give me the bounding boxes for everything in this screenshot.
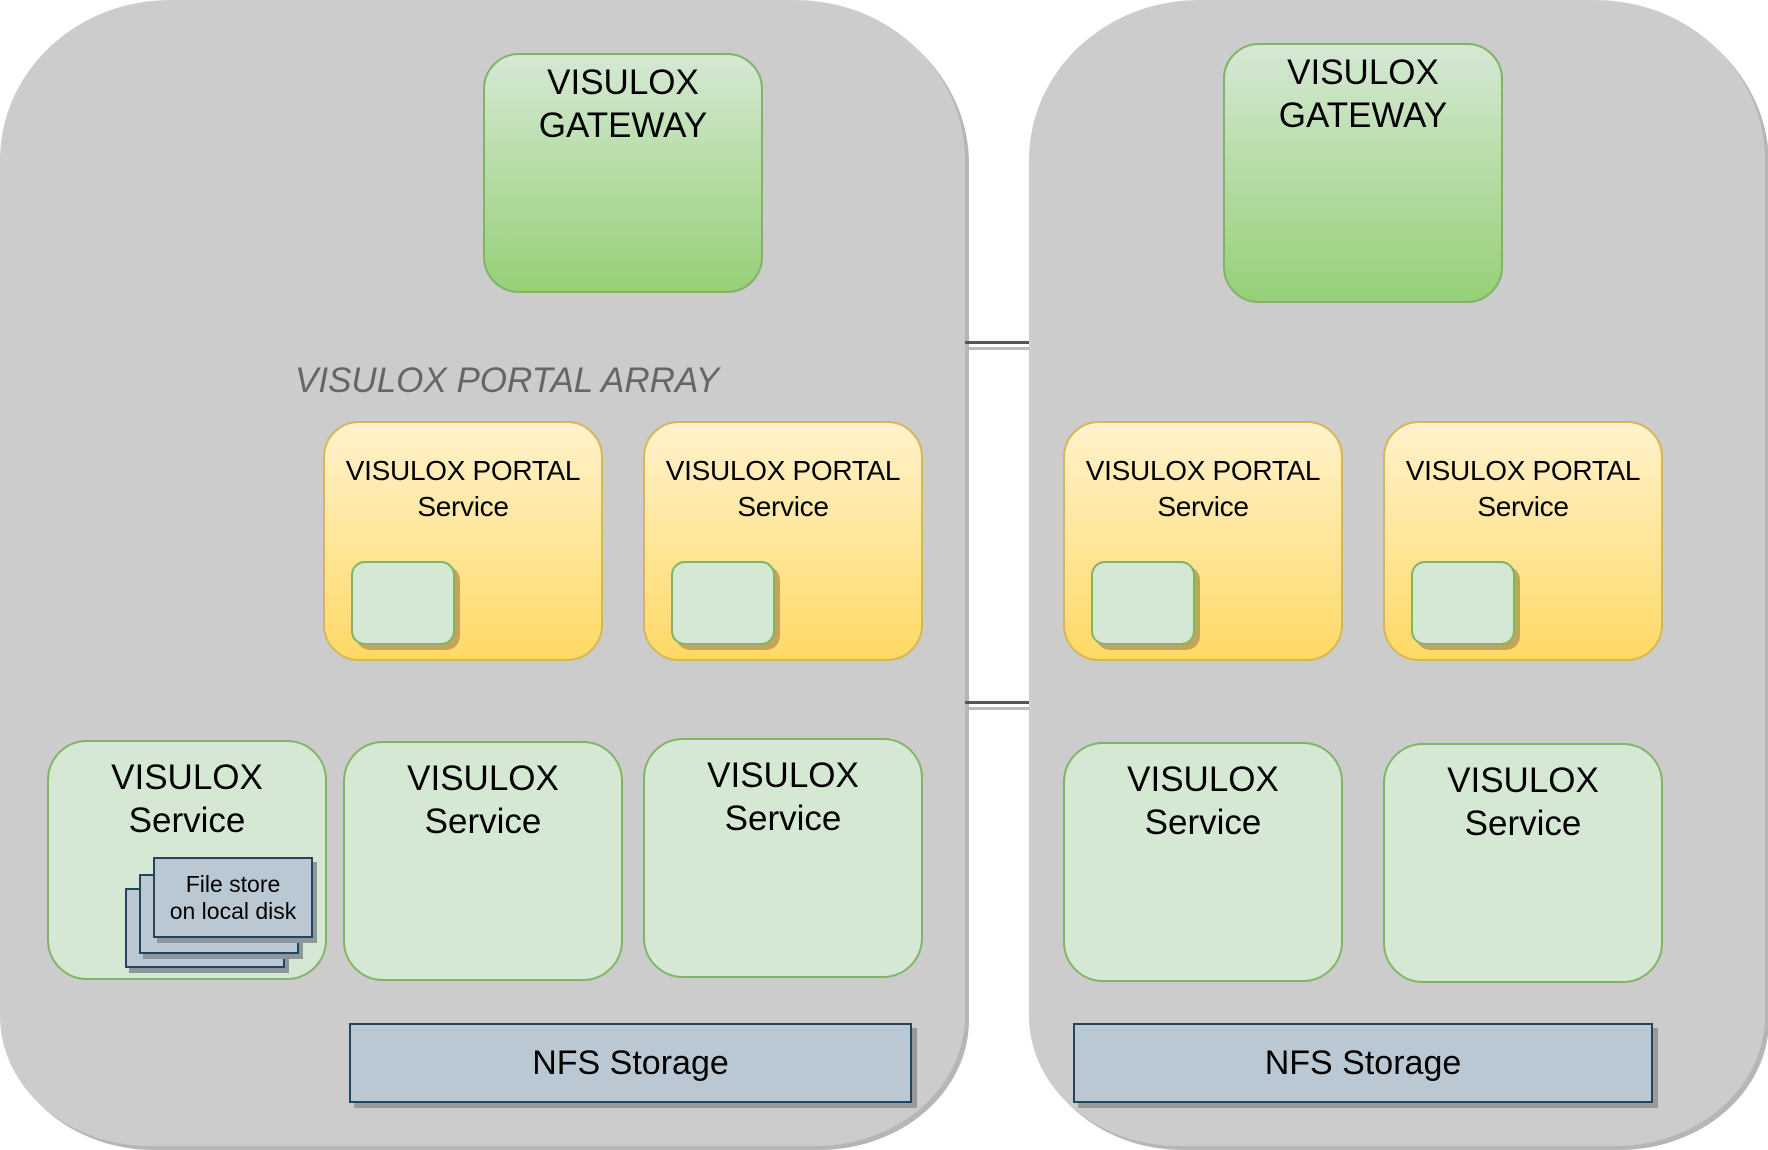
portal-label-line2: Service: [1157, 491, 1249, 522]
site-connector-upper: [965, 341, 1029, 344]
nfs-storage-label: NFS Storage: [1264, 1043, 1462, 1082]
portal-label-line2: Service: [417, 491, 509, 522]
site-connector-upper-shadow: [965, 347, 1029, 350]
portal-label-line1: VISULOX PORTAL: [1085, 455, 1321, 486]
service-label-line2: Service: [128, 801, 246, 840]
service-label-line1: VISULOX: [1447, 761, 1599, 800]
right-gateway[interactable]: VISULOX GATEWAY: [1223, 43, 1503, 303]
portal-label-line1: VISULOX PORTAL: [345, 455, 581, 486]
right-portal-service-2[interactable]: VISULOX PORTAL Service: [1383, 421, 1663, 661]
service-label-line2: Service: [1144, 803, 1262, 842]
service-label-line1: VISULOX: [707, 756, 859, 795]
file-store-label-line1: File store: [185, 870, 281, 897]
site-connector-lower: [965, 701, 1029, 704]
right-visulox-service-2[interactable]: VISULOX Service: [1383, 743, 1663, 983]
site-connector-lower-shadow: [965, 707, 1029, 710]
service-label-line1: VISULOX: [407, 759, 559, 798]
portal-label-line1: VISULOX PORTAL: [1405, 455, 1641, 486]
portal-label-line2: Service: [737, 491, 829, 522]
portal-label-line2: Service: [1477, 491, 1569, 522]
left-nfs-storage[interactable]: NFS Storage: [349, 1023, 912, 1103]
gateway-label-line2: GATEWAY: [1278, 96, 1448, 135]
right-visulox-service-1[interactable]: VISULOX Service: [1063, 742, 1343, 982]
right-nfs-storage[interactable]: NFS Storage: [1073, 1023, 1653, 1103]
left-portal-service-1[interactable]: VISULOX PORTAL Service: [323, 421, 603, 661]
left-visulox-service-3[interactable]: VISULOX Service: [643, 738, 923, 978]
file-store-label-line2: on local disk: [169, 897, 297, 924]
service-label-line2: Service: [424, 802, 542, 841]
service-label-line1: VISULOX: [111, 758, 263, 797]
service-label-line2: Service: [1464, 804, 1582, 843]
service-label-line1: VISULOX: [1127, 760, 1279, 799]
service-label-line2: Service: [724, 799, 842, 838]
left-gateway[interactable]: VISULOX GATEWAY: [483, 53, 763, 293]
portal-component-box: [671, 561, 775, 645]
gateway-label-line2: GATEWAY: [538, 106, 708, 145]
left-visulox-service-2[interactable]: VISULOX Service: [343, 741, 623, 981]
file-store-local-disk[interactable]: File store on local disk: [153, 857, 313, 938]
portal-component-box: [1411, 561, 1515, 645]
portal-array-title: VISULOX PORTAL ARRAY: [295, 361, 720, 400]
portal-component-box: [351, 561, 455, 645]
gateway-label-line1: VISULOX: [547, 63, 699, 102]
right-portal-service-1[interactable]: VISULOX PORTAL Service: [1063, 421, 1343, 661]
portal-label-line1: VISULOX PORTAL: [665, 455, 901, 486]
portal-component-box: [1091, 561, 1195, 645]
left-portal-service-2[interactable]: VISULOX PORTAL Service: [643, 421, 923, 661]
gateway-label-line1: VISULOX: [1287, 53, 1439, 92]
nfs-storage-label: NFS Storage: [532, 1043, 729, 1082]
